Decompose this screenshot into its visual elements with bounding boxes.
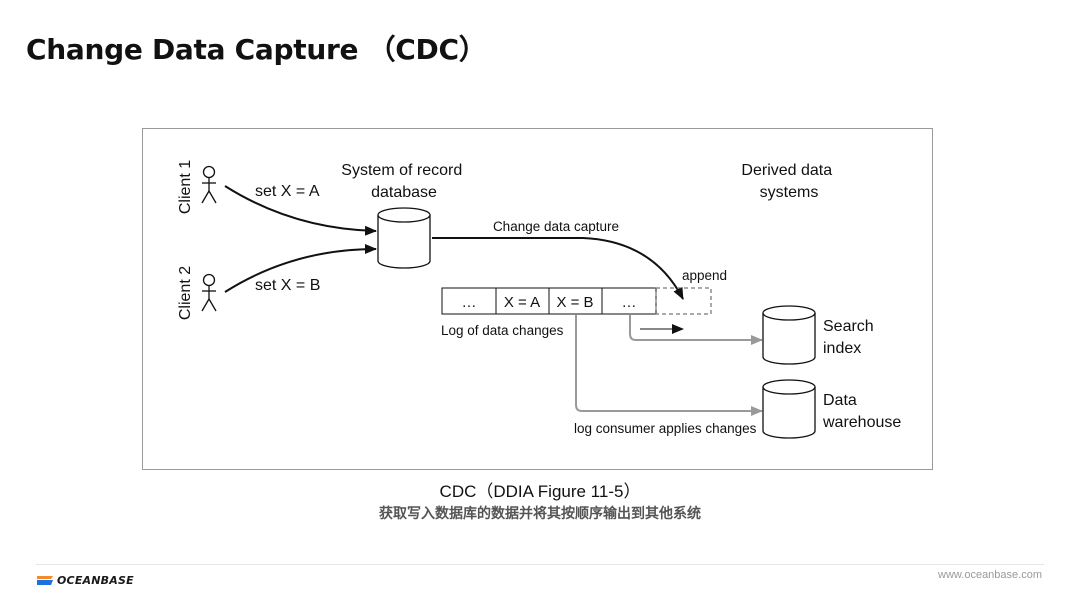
logo-text: OCEANBASE [57,574,134,587]
figure-subcaption: 获取写入数据库的数据并将其按顺序输出到其他系统 [379,506,701,522]
append-label: append [682,268,727,283]
search-index-icon [762,305,816,365]
write1-label: set X = A [255,183,320,200]
system-of-record-label: System of record database [341,162,466,201]
log-cell [548,287,603,315]
client2-person-icon [201,273,217,312]
oceanbase-logo-icon [37,576,53,585]
write1-arrow [224,185,377,236]
data-warehouse-icon [762,379,816,439]
cdc-arrow [432,237,684,300]
log-cell [495,287,550,315]
log-cell [441,287,497,315]
data-warehouse-label: Data warehouse [822,392,901,431]
footer-divider [36,564,1044,565]
log-cell-text: X = B [556,294,593,311]
log-cell-text: X = A [504,294,540,311]
site-url: www.oceanbase.com [938,569,1042,581]
consumer-label: log consumer applies changes [574,421,757,436]
log-cell-text: … [622,294,637,311]
consumer-arrow-warehouse [575,315,763,416]
derived-systems-label: Derived data systems [741,162,836,201]
log-label: Log of data changes [441,323,564,338]
log-cell [601,287,657,315]
figure-caption: CDC（DDIA Figure 11-5） [439,482,641,501]
cdc-label: Change data capture [493,219,619,234]
log-cells: … X = A X = B … [441,287,712,315]
slide-title: Change Data Capture （CDC） [26,33,487,66]
client2-label: Client 2 [177,266,194,320]
oceanbase-logo: OCEANBASE [36,574,134,587]
client1-person-icon [201,165,217,204]
log-append-slot [655,287,712,315]
client1-label: Client 1 [177,160,194,214]
consumer-arrow-search [629,315,763,345]
cdc-diagram: Client 1 set X = A Client 2 set X = B Sy… [142,128,933,470]
source-database-icon [377,207,431,269]
write2-arrow [224,244,377,293]
search-index-label: Search index [823,318,878,357]
write2-label: set X = B [255,277,320,294]
log-cell-text: … [462,294,477,311]
